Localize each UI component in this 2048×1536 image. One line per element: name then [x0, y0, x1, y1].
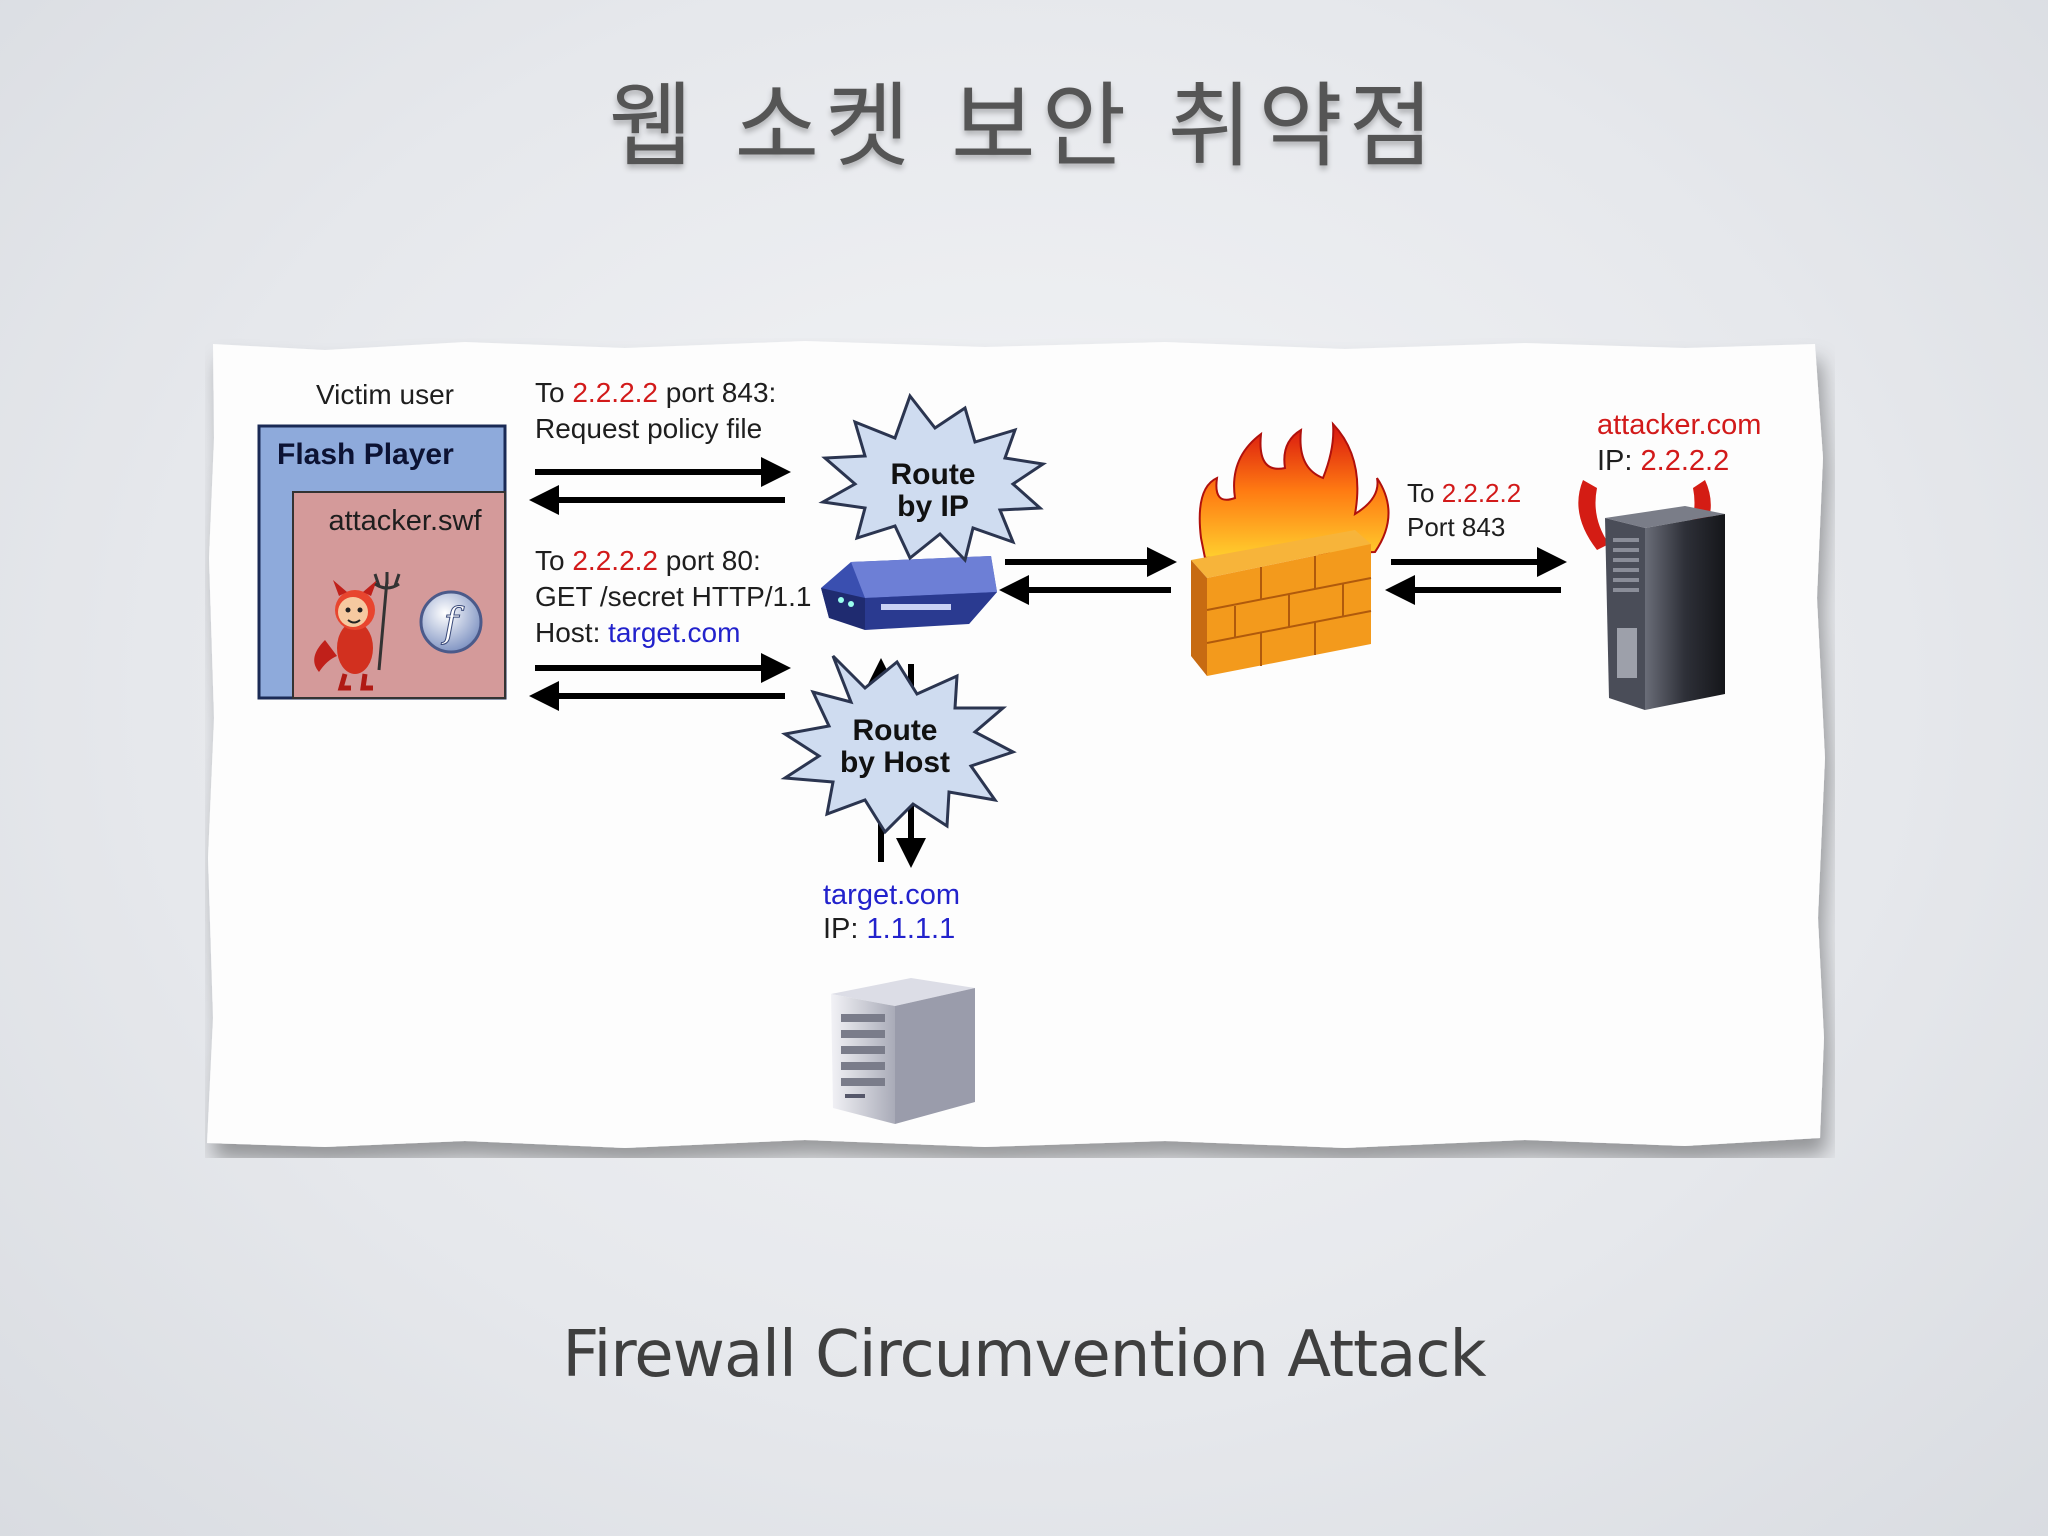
target-name: target.com	[823, 879, 960, 911]
firewall-circumvention-diagram: Victim user Flash Player attacker.swf f …	[207, 341, 1825, 1148]
route-by-host-burst: Route by Host	[780, 654, 1017, 835]
svg-text:Route: Route	[853, 714, 938, 747]
flash-logo-icon: f	[419, 590, 483, 654]
flash-player-label: Flash Player	[277, 438, 454, 471]
svg-text:f: f	[441, 600, 465, 646]
router-icon	[821, 556, 997, 630]
firewall-out-line1: To 2.2.2.2	[1407, 478, 1521, 508]
attacker-server-icon	[1578, 480, 1725, 710]
slide-title: 웹 소켓 보안 취약점	[608, 73, 1440, 180]
svg-text:Route: Route	[891, 458, 976, 491]
request1-line2: Request policy file	[535, 413, 762, 444]
target-ip: IP: 1.1.1.1	[823, 913, 955, 945]
diagram-paper: Victim user Flash Player attacker.swf f …	[205, 338, 1835, 1158]
slide-caption: Firewall Circumvention Attack	[562, 1318, 1486, 1392]
request2-line2: GET /secret HTTP/1.1	[535, 581, 811, 612]
attacker-name: attacker.com	[1597, 409, 1761, 441]
request2-line1: To 2.2.2.2 port 80:	[535, 545, 761, 576]
request1-line1: To 2.2.2.2 port 843:	[535, 377, 776, 408]
route-by-ip-burst: Route by IP	[818, 392, 1048, 563]
attacker-swf-label: attacker.swf	[328, 505, 482, 537]
svg-text:by IP: by IP	[897, 490, 969, 523]
firewall-out-line2: Port 843	[1407, 512, 1505, 542]
attacker-ip: IP: 2.2.2.2	[1597, 445, 1729, 477]
attacker-swf-box	[292, 491, 506, 699]
target-server-icon	[831, 978, 975, 1124]
firewall-icon	[1191, 421, 1390, 676]
victim-user-label: Victim user	[316, 379, 454, 410]
svg-text:by Host: by Host	[840, 746, 950, 779]
paper-background	[207, 341, 1825, 1148]
request2-line3: Host: target.com	[535, 617, 740, 648]
devil-icon	[314, 572, 401, 691]
